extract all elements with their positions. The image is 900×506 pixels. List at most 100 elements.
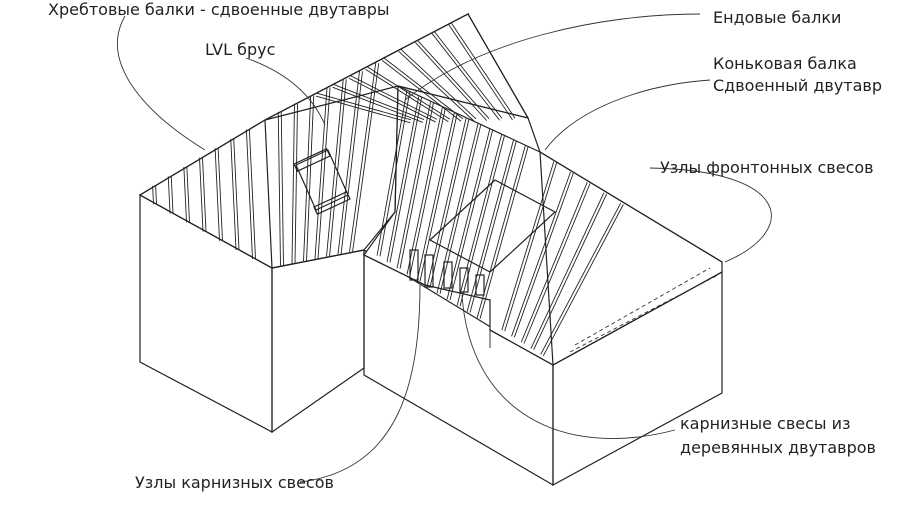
hip-beam-line-front [139, 119, 266, 196]
wing-rafter-1-edge-1 [504, 162, 558, 332]
leader-lvl [245, 57, 326, 126]
leader-eave-overhang [461, 294, 676, 439]
hip-front-rafter-5-edge-2 [183, 166, 187, 223]
hip-front-rafter-3-edge-2 [214, 148, 220, 241]
main-rafter-2-edge-2 [332, 86, 424, 123]
wing-rafter-4-edge-1 [533, 193, 608, 350]
main-rafter-8-edge-2 [431, 33, 500, 121]
main-rafter-6-edge-2 [398, 51, 475, 122]
overhang-frame [428, 179, 557, 273]
hip-side-rafter-3-edge-2 [303, 95, 312, 262]
wing-rafter-2-edge-1 [513, 172, 574, 338]
main-rafter-5-edge-1 [383, 57, 464, 120]
central-rafter-7-edge-1 [439, 124, 482, 294]
main-rafter-7-edge-2 [415, 42, 488, 121]
label-eave-overhang-2: деревянных двутавров [680, 438, 876, 457]
hip-side-rafter-1-edge-2 [277, 111, 281, 266]
leader-eave-nodes [299, 284, 421, 483]
right-gable-plane [539, 150, 723, 366]
main-rafter-1-edge-1 [316, 92, 412, 121]
main-rafter-5-edge-2 [381, 60, 462, 122]
left-block-side-wall [271, 249, 365, 434]
central-rafter-11-edge-1 [479, 146, 529, 319]
lvl-header-bottom [313, 190, 351, 216]
hip-side-rafter-3-edge-1 [306, 95, 315, 262]
central-rafter-3-edge-1 [399, 102, 434, 269]
main-rafter-9-edge-2 [448, 24, 513, 121]
overhang-joist-1 [409, 249, 419, 281]
eave-left-side [271, 249, 365, 269]
hip-beam-line-left [264, 119, 273, 269]
wing-rafter-4-edge-2 [530, 192, 605, 349]
gable-edge [552, 271, 723, 366]
main-rafter-3-edge-2 [348, 77, 436, 123]
eave-right [489, 329, 554, 366]
hip-front-rafter-6-edge-2 [167, 176, 171, 214]
hip-side-rafter-6-edge-2 [337, 70, 360, 255]
central-rafter-4-edge-1 [409, 107, 446, 276]
hip-front-rafter-4-edge-2 [199, 157, 204, 232]
central-rafter-2-edge-1 [389, 96, 423, 263]
central-rafter-5-edge-1 [419, 113, 458, 282]
ridge-beam-back [467, 13, 529, 119]
wing-rafter-1-edge-2 [501, 161, 555, 331]
label-valley: Ендовые балки [713, 8, 842, 27]
label-hip-beams: Хребтовые балки - сдвоенные двутавры [48, 0, 390, 19]
label-ridge-1: Коньковая балка [713, 54, 857, 73]
lvl-header-top [293, 147, 331, 173]
central-rafter-8-edge-1 [449, 129, 494, 301]
hip-front-rafter-1-edge-1 [248, 129, 256, 259]
overhang-joist-5 [475, 274, 485, 296]
hip-front-rafter-4-edge-1 [202, 157, 207, 232]
leader-gable [649, 167, 772, 263]
hip-front-rafter-1-edge-2 [245, 129, 253, 260]
hip-front-rafter-7-edge-1 [155, 185, 157, 205]
label-lvl: LVL брус [205, 40, 276, 59]
overhang-joist-2 [424, 254, 434, 288]
hip-side-rafter-6-edge-1 [340, 71, 363, 255]
main-rafter-9-edge-1 [450, 22, 516, 119]
structural-lines [139, 13, 723, 366]
valley-beam [394, 85, 399, 213]
hip-front-rafter-3-edge-1 [217, 148, 223, 241]
central-rafter-5-edge-2 [416, 112, 455, 281]
main-rafter-4-edge-2 [365, 68, 449, 123]
label-eave-nodes: Узлы карнизных свесов [135, 473, 334, 492]
main-rafter-6-edge-1 [400, 48, 477, 120]
gable-rake-dashed-2 [574, 267, 711, 346]
main-rafter-8-edge-1 [434, 31, 503, 119]
main-rafter-7-edge-1 [417, 40, 490, 119]
main-rafter-2-edge-1 [333, 83, 425, 121]
main-rafter-4-edge-1 [366, 66, 451, 120]
hip-side-rafter-5-edge-2 [326, 79, 344, 257]
central-rafter-11-edge-2 [476, 145, 526, 319]
central-rafter-4-edge-2 [406, 107, 443, 275]
central-rafter-10-edge-1 [469, 140, 517, 313]
central-rafter-6-edge-1 [429, 118, 470, 288]
main-rafter-3-edge-1 [350, 75, 438, 120]
central-rafter-1-edge-2 [376, 90, 408, 256]
overhang-joist-3 [443, 261, 453, 289]
hip-front-rafter-6-edge-1 [170, 176, 174, 214]
label-ridge-2: Сдвоенный двутавр [713, 76, 883, 95]
central-rafter-3-edge-2 [396, 101, 432, 269]
label-eave-overhang-1: карнизные свесы из [680, 414, 851, 433]
eave-left [139, 194, 273, 269]
central-rafter-9-edge-2 [456, 134, 503, 306]
ridge-beam [397, 85, 541, 153]
ridge-main [264, 13, 469, 121]
label-gable: Узлы фронтонных свесов [660, 158, 874, 177]
hip-side-rafter-4-edge-2 [314, 87, 328, 259]
hip-side-rafter-2-edge-1 [294, 103, 298, 264]
wing-rafter-5-edge-2 [540, 202, 622, 355]
hip-side-rafter-7-edge-2 [349, 62, 377, 252]
leader-lines [117, 13, 772, 483]
leader-hip-beams [117, 15, 206, 151]
hip-front-rafter-2-edge-2 [230, 138, 237, 250]
wing-rafter-2-edge-2 [511, 171, 571, 337]
leader-valley [404, 13, 701, 101]
central-rafter-1-edge-1 [379, 91, 411, 257]
central-rafter-10-edge-2 [466, 140, 514, 312]
wing-rafter-5-edge-1 [542, 204, 624, 357]
